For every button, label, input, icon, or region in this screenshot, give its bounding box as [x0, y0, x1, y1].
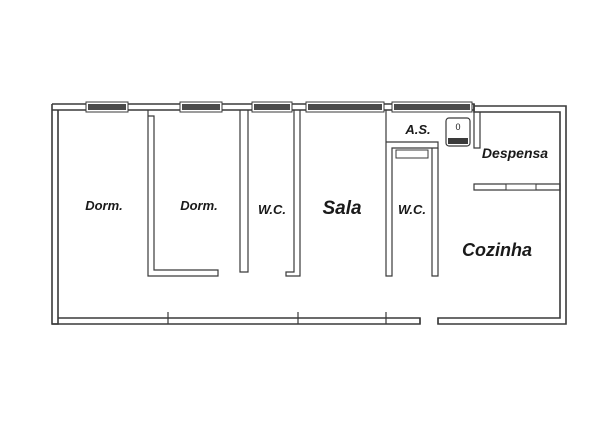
room-label-despensa: Despensa — [482, 145, 548, 161]
room-label-wc-1: W.C. — [258, 202, 286, 217]
room-label-dorm-1: Dorm. — [85, 198, 123, 213]
room-label-area-servico: A.S. — [404, 122, 430, 137]
outer-walls — [51, 103, 567, 325]
despensa-door — [505, 183, 537, 191]
room-label-dorm-2: Dorm. — [180, 198, 218, 213]
top-windows — [85, 101, 473, 113]
washing-machine-mark: 0 — [455, 122, 460, 132]
room-label-cozinha: Cozinha — [462, 240, 532, 260]
window-dorm-1 — [85, 101, 129, 113]
window-dorm-2 — [179, 101, 223, 113]
room-labels: Dorm. Dorm. W.C. Sala W.C. A.S. Despensa… — [85, 122, 548, 260]
interior-walls — [147, 110, 561, 277]
window-area-servico — [391, 101, 473, 113]
room-label-sala: Sala — [322, 198, 362, 219]
window-sala — [305, 101, 385, 113]
window-wc-2 — [395, 149, 429, 159]
washing-machine-icon: 0 — [445, 117, 471, 147]
room-label-wc-2: W.C. — [398, 202, 426, 217]
window-wc-1 — [251, 101, 293, 113]
